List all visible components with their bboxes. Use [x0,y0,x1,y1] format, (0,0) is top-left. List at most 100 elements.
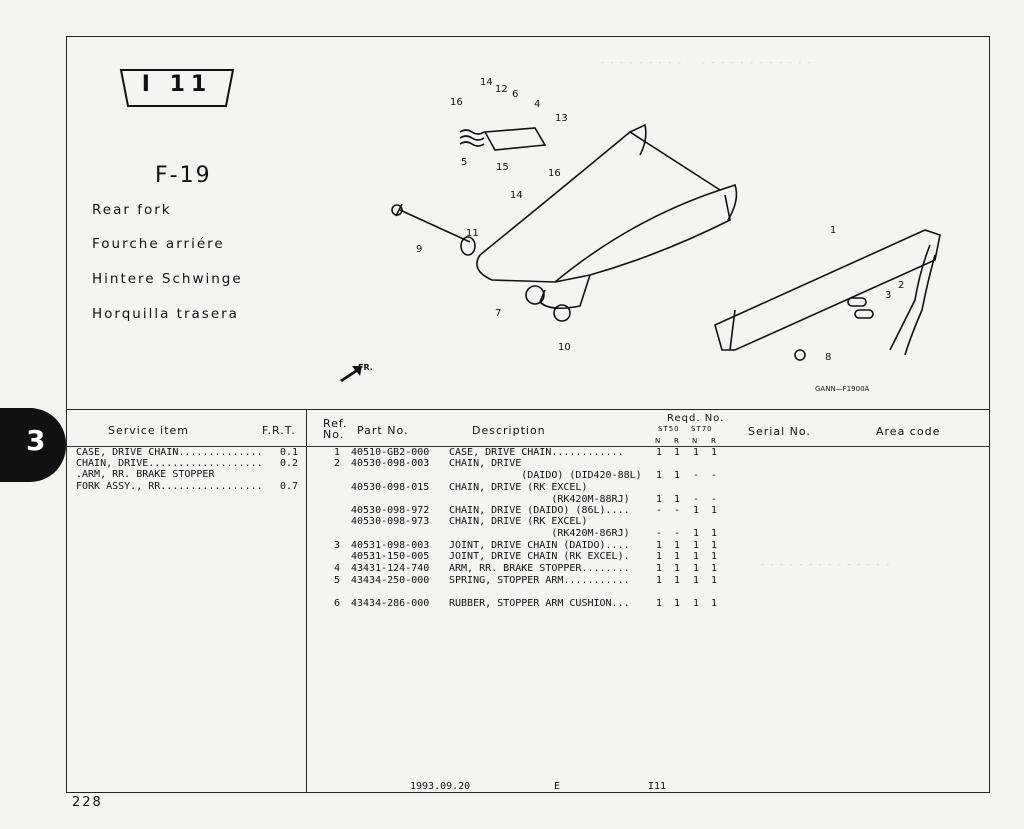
quantity: - [673,505,681,516]
part-number: 40530-098-015 [351,482,430,493]
part-number: 43434-250-000 [351,575,430,586]
service-item-row: .ARM, RR. BRAKE STOPPER [76,469,215,480]
col-frt: F.R.T. [262,424,296,437]
callout-16b: 16 [548,168,561,179]
part-number: 40531-098-003 [351,540,430,551]
header-rule [66,446,990,447]
callout-8: 8 [825,352,831,363]
quantity: - [710,470,718,481]
badge-frame [119,69,235,107]
col-serial-no: Serial No. [748,425,811,438]
bleed-through-text: - - - - - - - - - - - - - - - - - - - - … [600,58,812,67]
service-item-row: FORK ASSY., RR.................0.7 [76,481,298,492]
ref-number: 5 [333,575,340,586]
ref-number: 1 [333,447,340,458]
parts-row: 3 40531-098-003 JOINT, DRIVE CHAIN (DAIDO)… [310,540,810,552]
ref-number: 3 [333,540,340,551]
section-tab [0,408,66,482]
part-number: 40530-098-973 [351,516,430,527]
part-number: 43434-286-000 [351,598,430,609]
part-description: ARM, RR. BRAKE STOPPER........ [449,563,630,574]
part-description: JOINT, DRIVE CHAIN (RK EXCEL). [449,551,630,562]
part-description: CHAIN, DRIVE (RK EXCEL) [449,516,588,527]
part-description: (DAIDO) (DID420-88L) [449,470,642,481]
quantity: 1 [710,598,718,609]
quantity: 1 [710,563,718,574]
callout-15: 15 [496,162,509,173]
quantity: 1 [655,598,663,609]
part-number: 40530-098-972 [351,505,430,516]
part-description: CHAIN, DRIVE [449,458,522,469]
quantity: - [655,528,663,539]
quantity: 1 [692,563,700,574]
quantity: 1 [692,598,700,609]
diagram-code: GANN—F1900A [815,385,870,393]
quantity: 1 [655,575,663,586]
title-spanish: Horquilla trasera [92,306,239,322]
figure-number: F-19 [155,163,212,188]
footer-date: 1993.09.20 [410,781,471,792]
callout-1: 1 [830,225,836,236]
part-description: RUBBER, STOPPER ARM CUSHION... [449,598,630,609]
col-service-item: Service item [108,424,190,437]
part-description: (RK420M-88RJ) [449,494,630,505]
callout-13: 13 [555,113,568,124]
part-number: 40530-098-003 [351,458,430,469]
quantity: 1 [655,447,663,458]
callout-10: 10 [558,342,571,353]
quantity: 1 [673,447,681,458]
page-number: 228 [72,795,103,810]
quantity: 1 [692,447,700,458]
footer-lang: E [554,781,561,792]
part-number: 40531-150-005 [351,551,430,562]
parts-row: 40530-098-973 CHAIN, DRIVE (RK EXCEL) [310,516,810,528]
title-french: Fourche arriére [92,236,225,252]
quantity: 1 [655,494,663,505]
quantity: 1 [692,540,700,551]
part-description: (RK420M-86RJ) [449,528,630,539]
ref-number: 2 [333,458,340,469]
quantity: 1 [710,505,718,516]
part-description: CHAIN, DRIVE (RK EXCEL) [449,482,588,493]
quantity: 1 [655,551,663,562]
quantity: 1 [655,563,663,574]
col-part-no: Part No. [357,424,409,437]
parts-row: 40531-150-005 JOINT, DRIVE CHAIN (RK EXCE… [310,551,810,563]
bleed-through-text: - - - - - - - - - - - - - - [760,560,891,569]
part-number: 40510-GB2-000 [351,447,430,458]
quantity: - [692,470,700,481]
page-frame [66,36,990,793]
qty-col-3: N [692,437,699,445]
quantity: 1 [692,575,700,586]
callout-11: 11 [466,228,479,239]
quantity: 1 [710,447,718,458]
front-arrow-icon [340,366,362,382]
quantity: 1 [673,598,681,609]
callout-12: 12 [495,84,508,95]
callout-9: 9 [416,244,422,255]
part-description: JOINT, DRIVE CHAIN (DAIDO).... [449,540,630,551]
footer-code: I11 [648,781,667,792]
quantity: - [673,528,681,539]
callout-16: 16 [450,97,463,108]
table-divider [66,409,990,410]
front-label: FR. [358,363,373,372]
quantity: 1 [673,551,681,562]
service-item-row: CASE, DRIVE CHAIN..............0.1 [76,447,298,458]
callout-5: 5 [461,157,467,168]
part-description: SPRING, STOPPER ARM........... [449,575,630,586]
ref-number: 6 [333,598,340,609]
quantity: - [655,505,663,516]
quantity: 1 [710,551,718,562]
quantity: 1 [692,551,700,562]
quantity: 1 [710,528,718,539]
callout-4: 4 [534,99,540,110]
callout-6: 6 [512,89,518,100]
section-number: 3 [26,424,46,457]
